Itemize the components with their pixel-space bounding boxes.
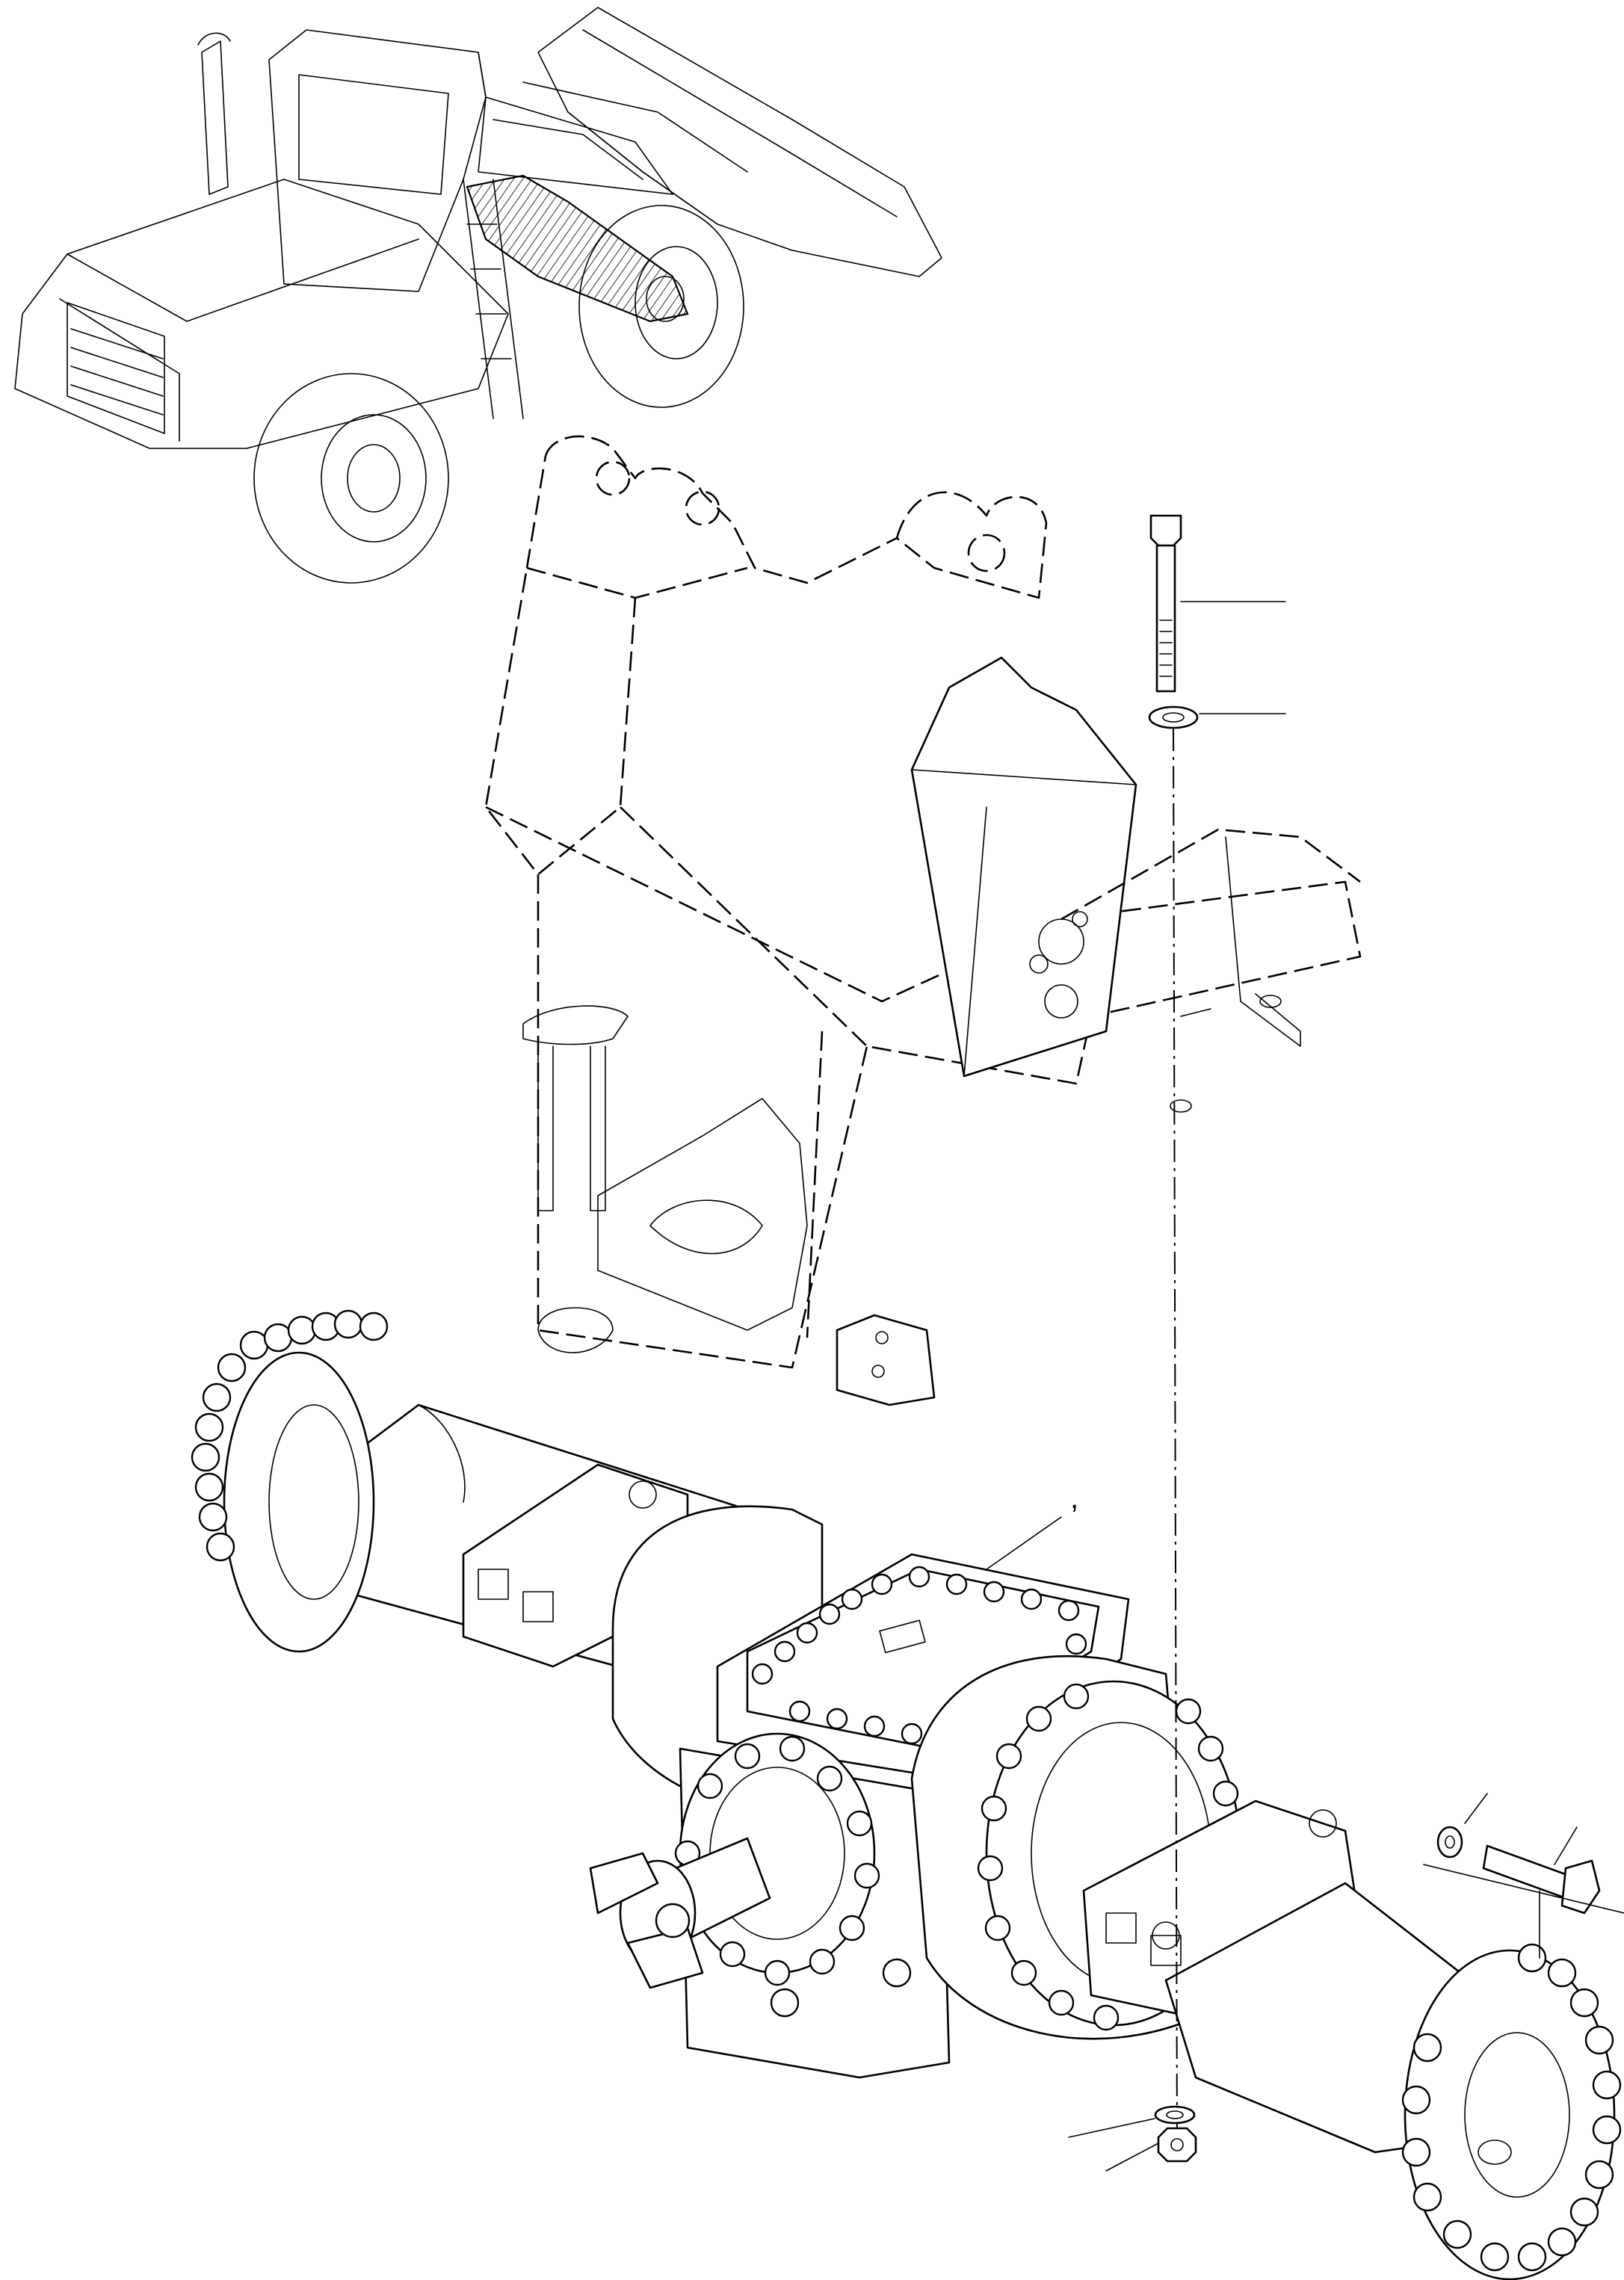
left-hub-bolts	[191, 1309, 389, 1562]
pinion-flange-bolts	[674, 1735, 880, 1986]
bolt-centerline	[1173, 728, 1178, 2145]
vertical-bolt	[1149, 514, 1182, 693]
right-drum-bolts	[977, 1683, 1239, 2031]
upper-washer	[1148, 705, 1199, 729]
right-hub-bolts	[1401, 1943, 1622, 2272]
callout-mark: ,	[1070, 1482, 1078, 1515]
lower-nut	[1157, 2127, 1197, 2163]
front-frame-outline	[484, 435, 1362, 1406]
wheel-loader-locator-view	[14, 7, 942, 584]
lower-washer	[1154, 2105, 1196, 2125]
front-axle-assembly	[191, 1309, 1622, 2280]
callout-leaders	[986, 601, 1624, 2172]
side-washer	[1436, 1826, 1463, 1859]
